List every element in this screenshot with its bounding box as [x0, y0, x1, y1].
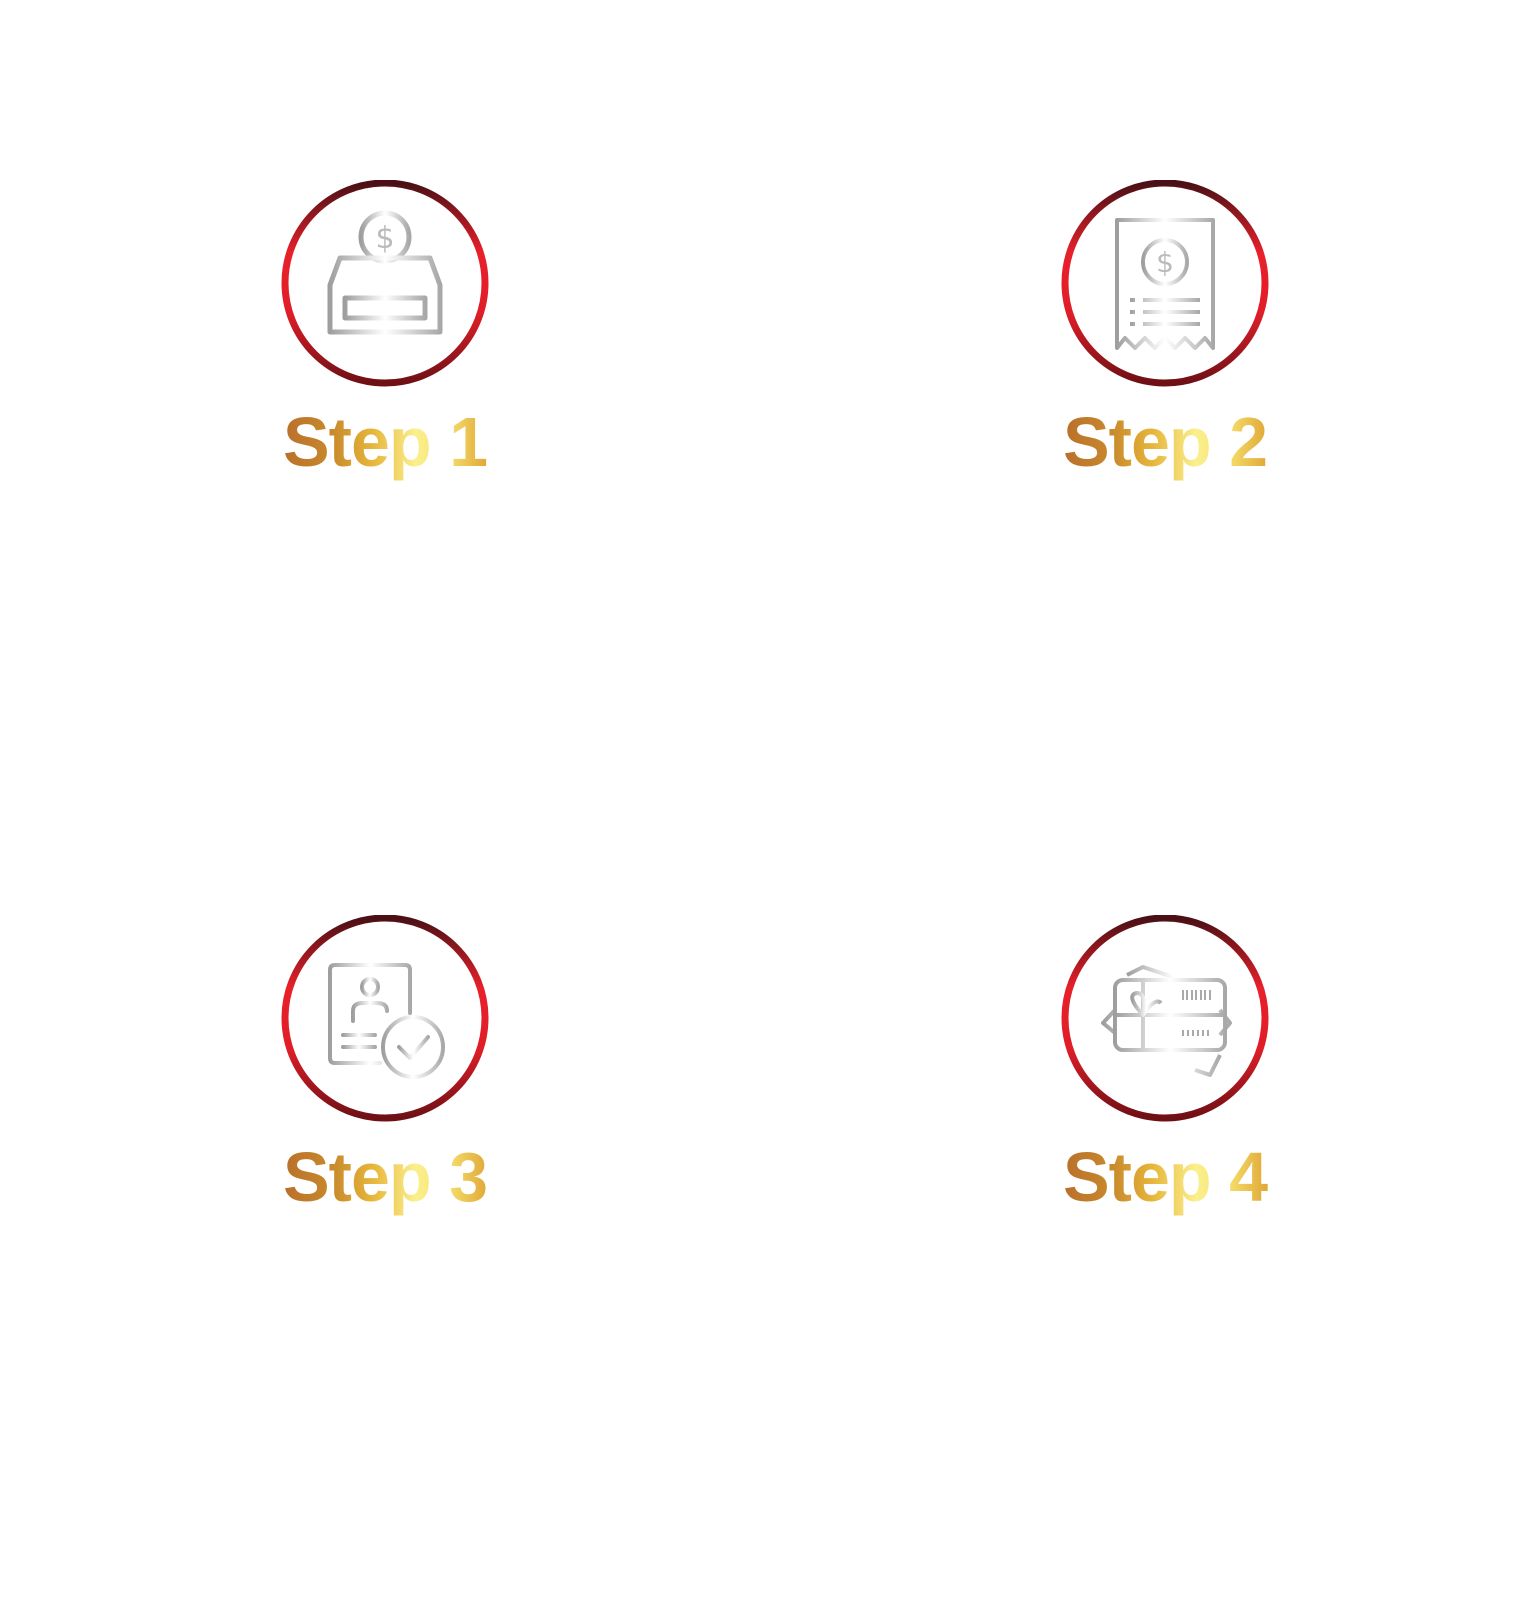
step-label: Step 1: [255, 402, 515, 482]
id-card-verified-icon: [281, 915, 489, 1122]
step-label: Step 2: [1035, 402, 1295, 482]
step-1: $ Step 1: [255, 180, 515, 510]
svg-text:$: $: [375, 221, 394, 256]
step-3: Step 3: [255, 915, 515, 1245]
step-4: Step 4: [1035, 915, 1295, 1245]
step-label: Step 4: [1035, 1137, 1295, 1217]
gift-card-icon: [1061, 915, 1269, 1122]
donation-box-icon: $: [281, 180, 489, 387]
svg-text:$: $: [1156, 246, 1174, 279]
step-label: Step 3: [255, 1137, 515, 1217]
receipt-icon: $: [1061, 180, 1269, 387]
step-2: $ Step 2: [1035, 180, 1295, 510]
